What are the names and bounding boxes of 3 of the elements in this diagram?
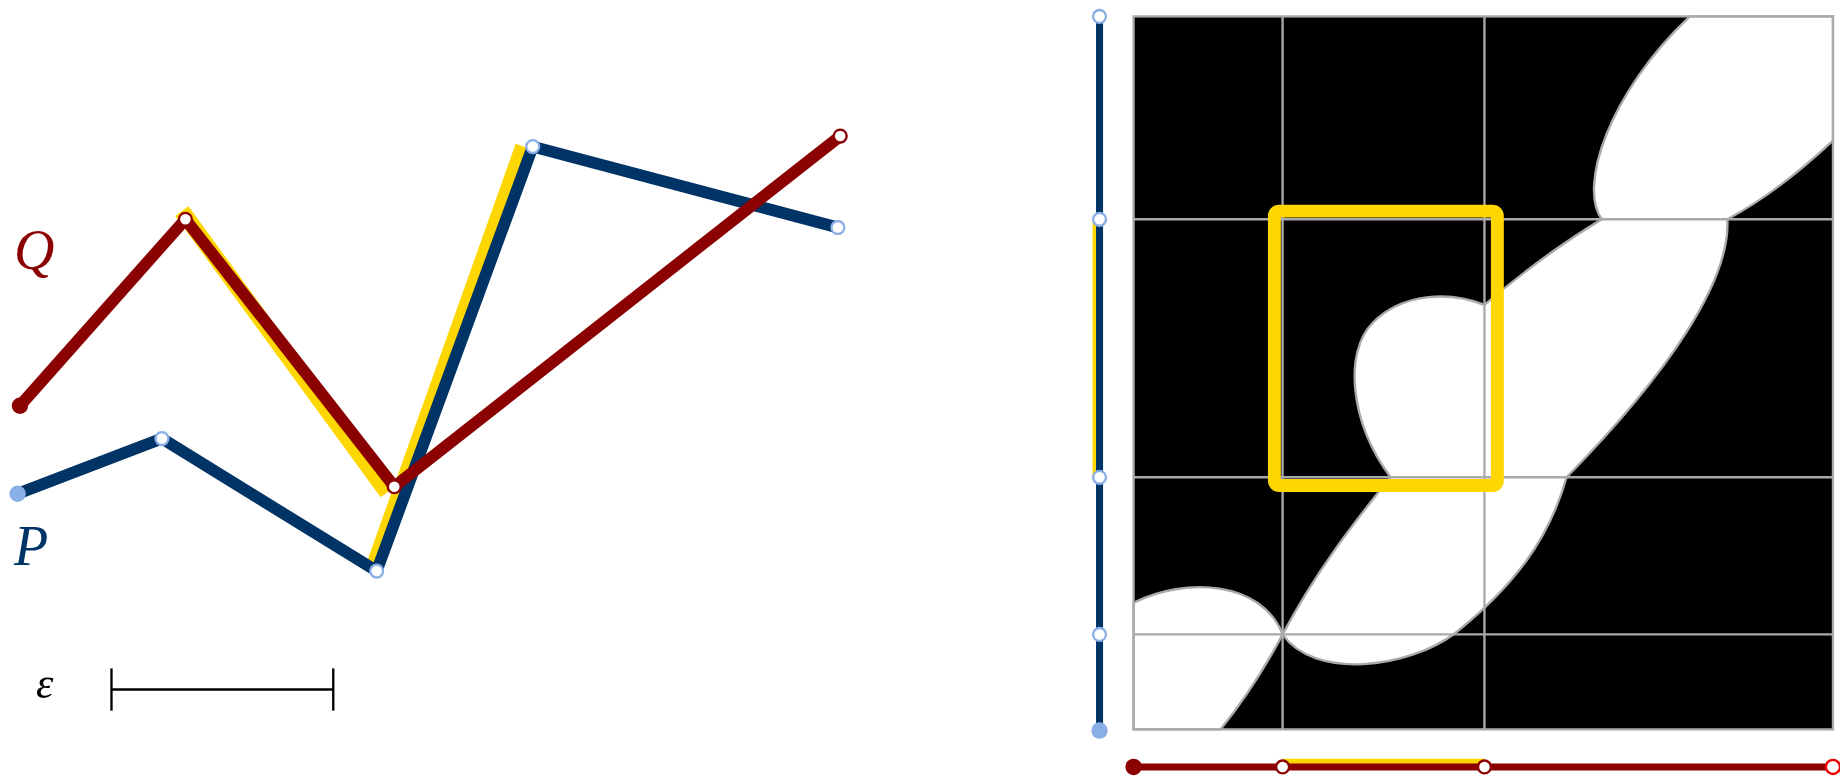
curve-label: Q (14, 222, 55, 278)
curve-label: P (14, 518, 49, 574)
epsilon-label: ε (36, 662, 54, 706)
